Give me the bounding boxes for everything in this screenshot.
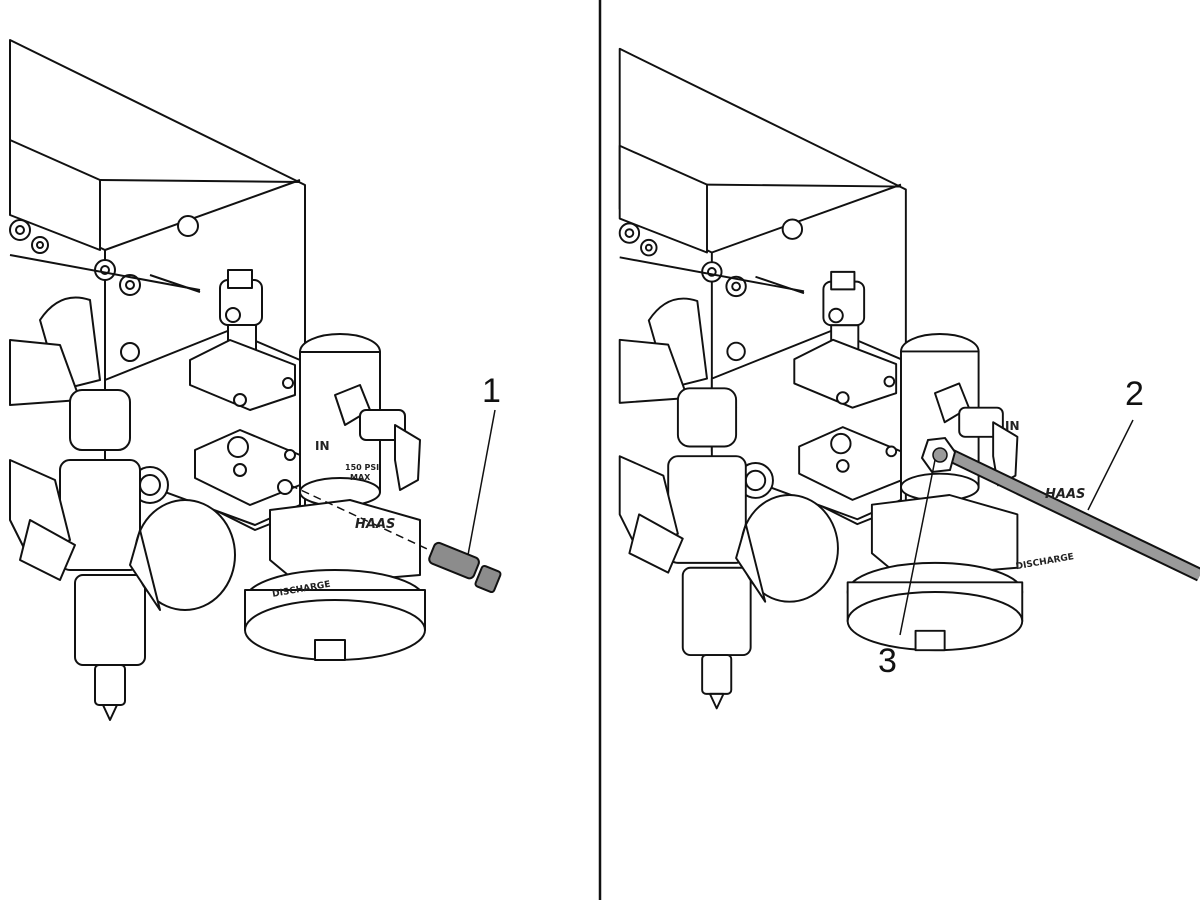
in-stamp-right: IN [1005, 419, 1020, 433]
left-panel-assembly: DISCHARGE 150 PSI MAX IN HAAS 1 [9, 39, 502, 721]
insertion-path-line [289, 484, 441, 556]
plug-part [428, 541, 502, 594]
psi-stamp-line2: MAX [350, 473, 371, 482]
discharge-stamp-right: DISCHARGE [1015, 552, 1075, 572]
callout-3-leader [899, 459, 936, 636]
callout-2-leader [1087, 419, 1134, 511]
callout-3: 3 [878, 642, 897, 680]
callout-2: 2 [1125, 375, 1144, 413]
right-panel-assembly [618, 47, 1024, 710]
callout-1: 1 [482, 372, 501, 410]
in-stamp: IN [315, 439, 330, 453]
callout-1-leader [467, 409, 496, 556]
brand-stamp: HAAS [355, 517, 395, 532]
brand-stamp-right: HAAS [1045, 487, 1085, 502]
psi-stamp-line1: 150 PSI [345, 463, 379, 472]
right-panel-extras: DISCHARGE HAAS IN 2 3 [878, 375, 1200, 680]
